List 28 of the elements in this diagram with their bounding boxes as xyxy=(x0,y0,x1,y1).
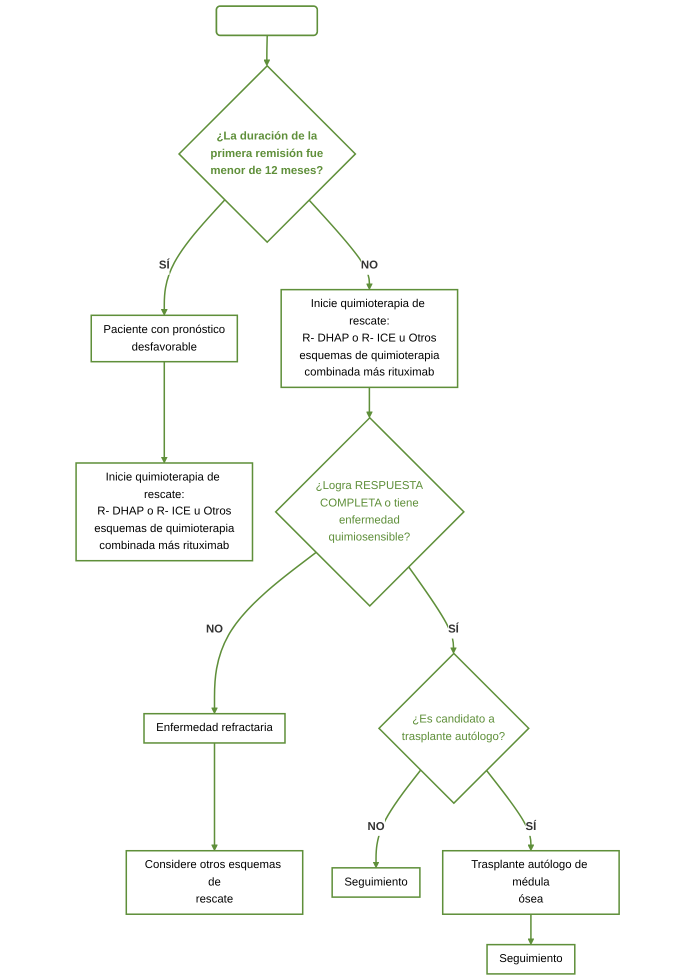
arrow xyxy=(373,770,422,868)
arrow xyxy=(366,387,374,418)
node-box: Enfermedad refractaria xyxy=(144,712,286,744)
arrow xyxy=(264,36,271,66)
node-diamond: ¿La duración de la primera remisión fue menor de 12 meses? xyxy=(178,64,357,244)
node-box: Seguimiento xyxy=(486,944,576,975)
node-box: Inicie quimioterapia de rescate: R- DHAP o R- ICE u Otros esquemas de quimioterapia combinada más rituximab xyxy=(76,462,254,562)
edge-label: NO xyxy=(206,622,224,636)
arrow xyxy=(161,199,226,316)
arrow xyxy=(308,199,374,290)
node-box: Inicie quimioterapia de rescate: R- DHAP o R- ICE u Otros esquemas de quimioterapia combinada más rituximab xyxy=(280,288,459,388)
arrow xyxy=(161,362,168,464)
arrow xyxy=(528,914,535,945)
node-diamond: ¿Logra RESPUESTA COMPLETA o tiene enfermedad quimiosensible? xyxy=(275,416,466,607)
edge-label: SÍ xyxy=(448,622,460,636)
node-box: Paciente con pronóstico desfavorable xyxy=(90,314,238,362)
node-box: Trasplante autólogo de médula ósea xyxy=(442,850,620,915)
node-diamond: ¿Es candidato a trasplante autólogo? xyxy=(378,652,530,804)
node-box: Considere otros esquemas de rescate xyxy=(126,850,304,915)
edge-label: NO xyxy=(361,258,378,272)
arrow xyxy=(408,566,458,654)
edge-label: SÍ xyxy=(159,258,170,272)
edge-label: SÍ xyxy=(526,820,537,833)
arrow xyxy=(486,770,535,852)
arrow xyxy=(212,552,317,714)
node-box: Seguimiento xyxy=(332,867,422,898)
arrow xyxy=(212,742,218,852)
edge-label: NO xyxy=(368,820,385,833)
